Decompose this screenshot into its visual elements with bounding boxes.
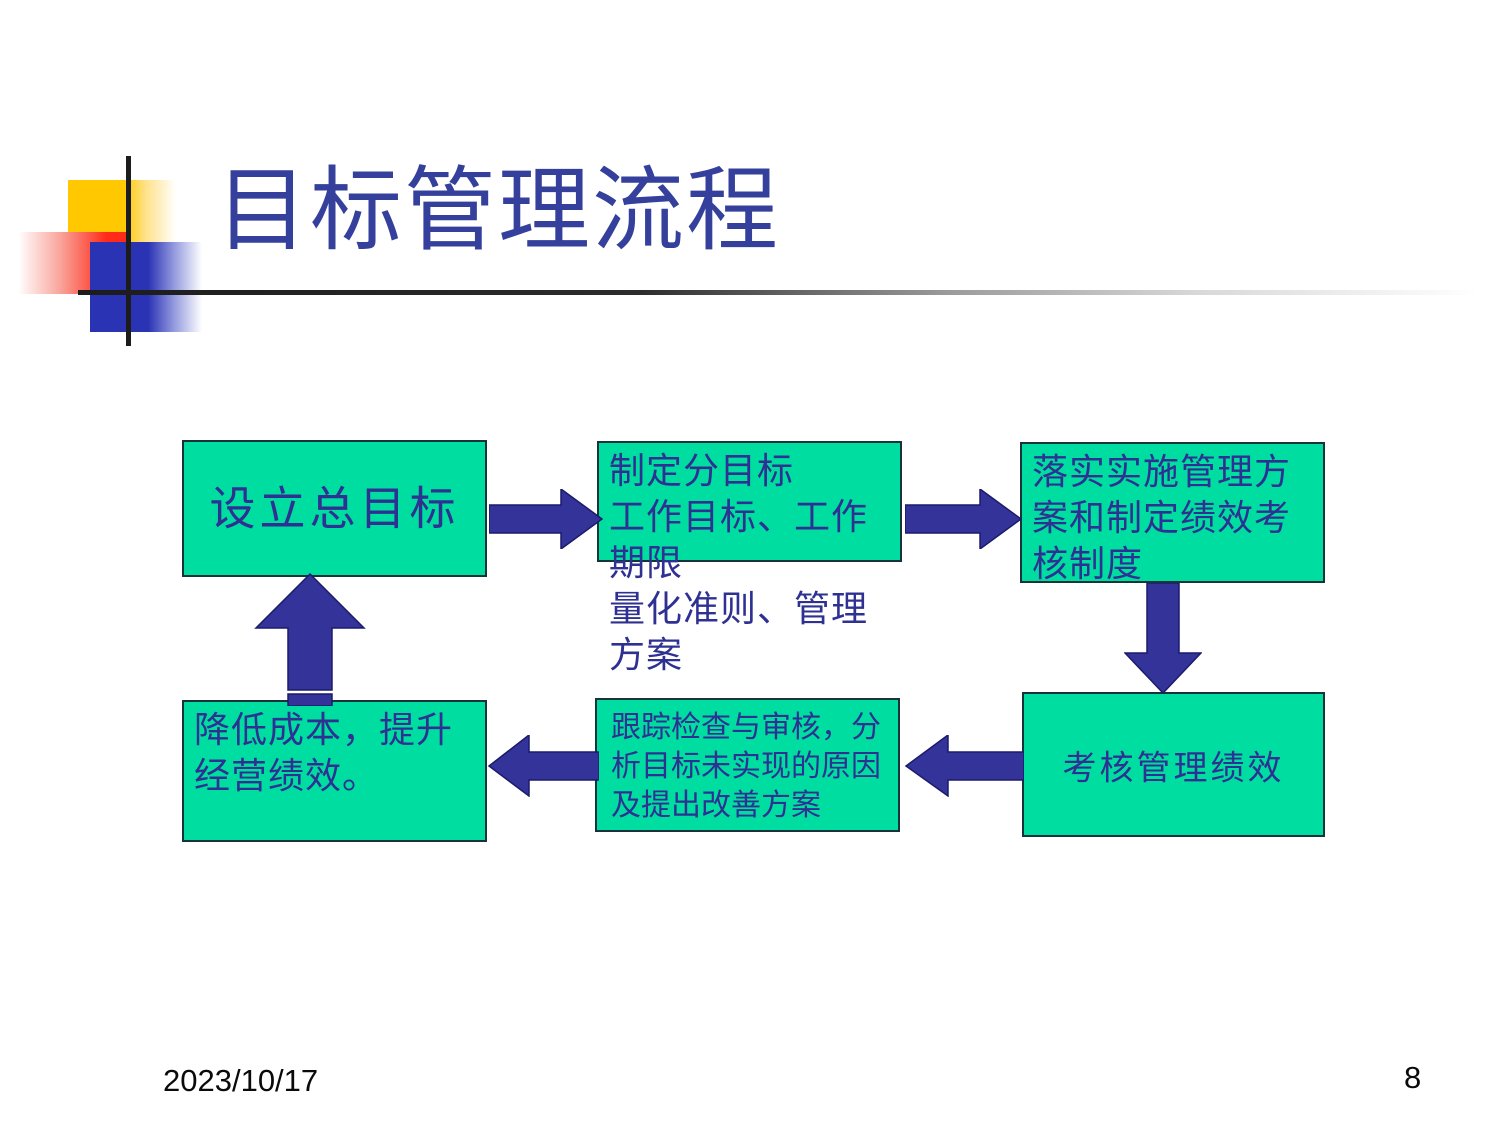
flow-node-label: 跟踪检查与审核，分 析目标未实现的原因 及提出改善方案 bbox=[611, 710, 881, 823]
decoration-blue-square-lower bbox=[90, 290, 202, 332]
flow-node-label: 降低成本，提升 经营绩效。 bbox=[194, 710, 454, 798]
flow-node-set-overall-goal[interactable]: 设立总目标 bbox=[182, 440, 487, 577]
flow-node-assess-management-performance[interactable]: 考核管理绩效 bbox=[1022, 692, 1325, 837]
flow-node-track-review-analyze[interactable]: 跟踪检查与审核，分 析目标未实现的原因 及提出改善方案 bbox=[595, 698, 900, 832]
title-decoration bbox=[0, 140, 1478, 370]
footer-page-number: 8 bbox=[1404, 1060, 1422, 1095]
flow-node-label: 落实实施管理方 案和制定绩效考 核制度 bbox=[1032, 452, 1292, 586]
decoration-horizontal-rule bbox=[78, 290, 1478, 295]
arrow-right-set-goal-to-sub-goals bbox=[489, 489, 604, 549]
decoration-vertical-rule bbox=[126, 156, 131, 346]
arrow-down-implement-to-assess bbox=[1124, 583, 1202, 695]
arrow-right-sub-goals-to-implement bbox=[905, 489, 1023, 549]
flow-node-define-sub-goals[interactable]: 制定分目标 工作目标、工作期限 量化准则、管理方案 bbox=[597, 441, 902, 676]
arrow-up-reduce-cost-to-set-goal bbox=[252, 572, 368, 706]
footer-date: 2023/10/17 bbox=[163, 1063, 319, 1098]
flow-node-label: 考核管理绩效 bbox=[1062, 748, 1285, 788]
page-title: 目标管理流程 bbox=[216, 157, 781, 264]
flow-node-label: 设立总目标 bbox=[209, 480, 460, 535]
flow-node-implement-management-plan[interactable]: 落实实施管理方 案和制定绩效考 核制度 bbox=[1020, 442, 1325, 585]
arrow-left-track-to-reduce-cost bbox=[487, 735, 599, 797]
flow-node-label: 制定分目标 工作目标、工作期限 量化准则、管理方案 bbox=[609, 451, 869, 677]
arrow-left-assess-to-track bbox=[904, 735, 1024, 797]
flow-node-reduce-cost-improve-performance[interactable]: 降低成本，提升 经营绩效。 bbox=[182, 700, 487, 842]
